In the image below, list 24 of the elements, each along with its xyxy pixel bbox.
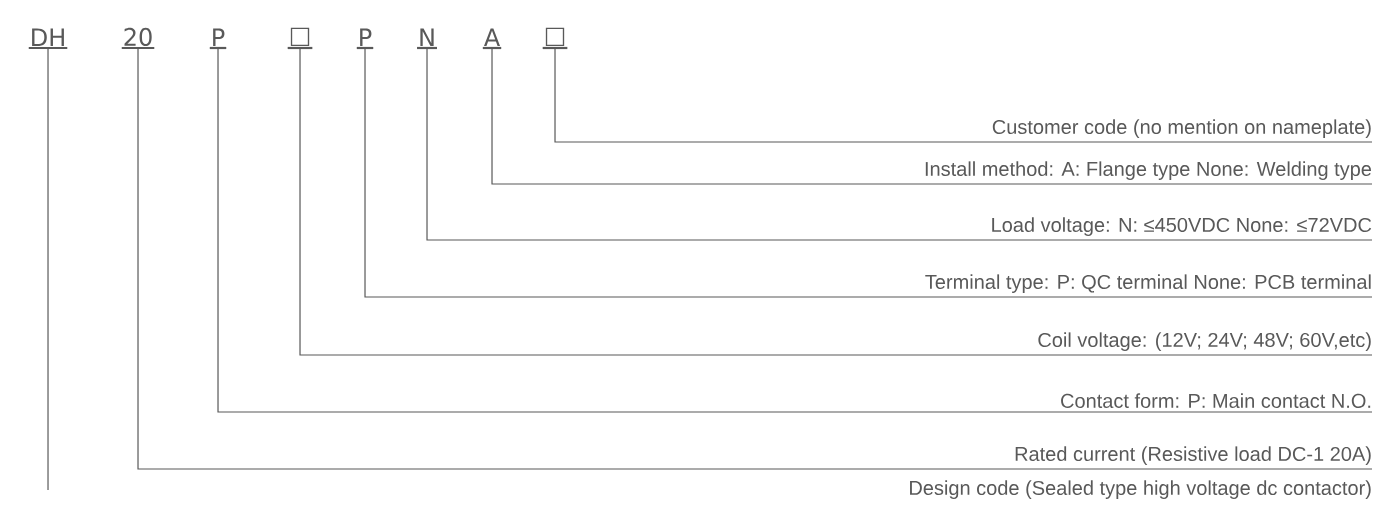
description-text: Customer code (no mention on nameplate) [992,119,1371,138]
code-segment: A [482,28,502,50]
description-text: Install method: A: Flange type None: Welding type [925,161,1372,180]
leader-line [491,47,1373,185]
leader-line [47,47,49,491]
description-text: Terminal type: P: QC terminal None: PCB terminal [925,274,1371,293]
leader-line [426,47,1373,241]
code-segment: 20 [121,27,155,50]
code-segment: DH [28,28,68,50]
description-text: Rated current (Resistive load DC-1 20A) [1015,446,1371,465]
description-text: Contact form: P: Main contact N.O. [1061,393,1371,408]
code-segment: P [356,28,374,50]
description-text: Load voltage: N: ≤450VDC None: ≤72VDC [992,217,1372,236]
leader-line [364,47,1373,298]
code-segment: P [209,28,227,50]
code-segment: □ [542,27,568,50]
leader-line [299,47,1373,356]
leader-line [137,47,1373,470]
description-text: Coil voltage: (12V; 24V; 48V; 60V,etc) [1038,332,1371,351]
code-segment: □ [287,27,313,50]
code-segment: N [417,28,437,50]
leader-line [554,47,1373,143]
description-text: Design code (Sealed type high voltage dc contactor) [910,480,1371,499]
leader-line [217,47,1373,413]
